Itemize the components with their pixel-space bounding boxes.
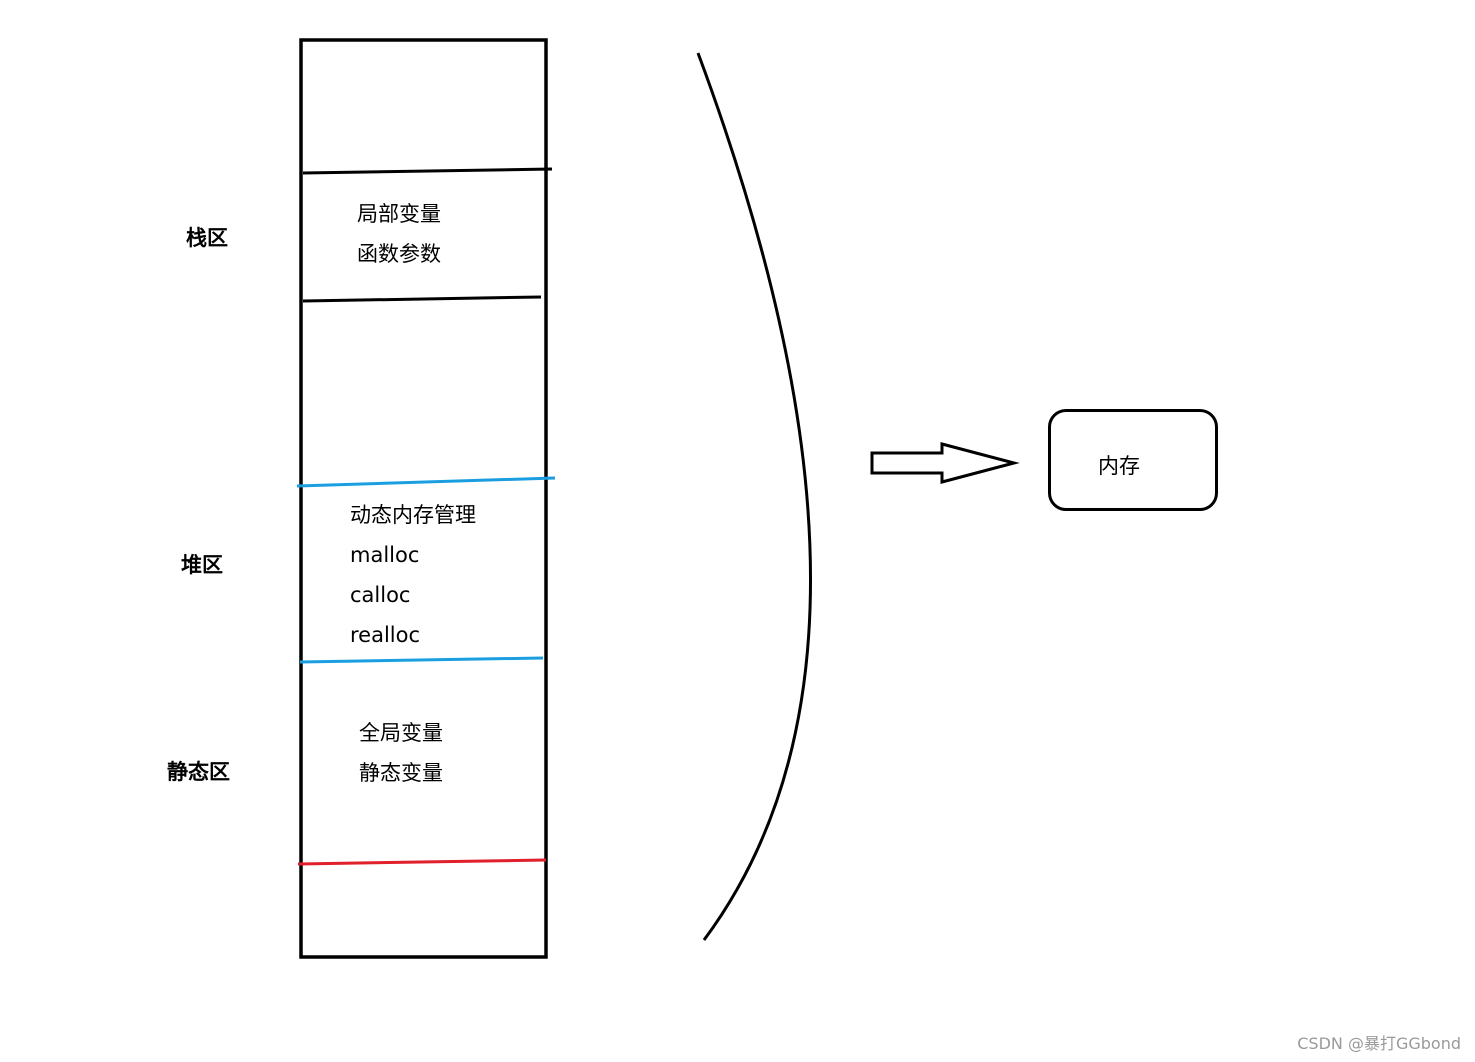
static-item-static-variables: 静态变量 bbox=[359, 761, 443, 785]
stack-region-label: 栈区 bbox=[186, 226, 228, 250]
static-region-label: 静态区 bbox=[167, 760, 230, 784]
heap-region-label: 堆区 bbox=[181, 553, 223, 577]
memory-box bbox=[1048, 409, 1218, 511]
stack-item-function-parameters: 函数参数 bbox=[357, 242, 441, 266]
arrow-right-icon bbox=[870, 442, 1020, 484]
stack-item-local-variables: 局部变量 bbox=[357, 202, 441, 226]
heap-item-dynamic-memory: 动态内存管理 bbox=[350, 503, 476, 527]
heap-item-realloc: realloc bbox=[350, 623, 421, 647]
memory-column bbox=[299, 38, 548, 959]
stack-top-border bbox=[302, 167, 553, 175]
heap-bottom-border bbox=[299, 656, 544, 664]
memory-box-label: 内存 bbox=[1098, 454, 1140, 478]
heap-item-malloc: malloc bbox=[350, 543, 420, 567]
static-bottom-border bbox=[297, 858, 547, 866]
stack-bottom-border bbox=[302, 295, 542, 303]
heap-item-calloc: calloc bbox=[350, 583, 411, 607]
curly-bracket bbox=[696, 52, 812, 941]
watermark: CSDN @暴打GGbond bbox=[1297, 1034, 1461, 1053]
heap-top-border bbox=[296, 476, 556, 488]
static-item-global-variables: 全局变量 bbox=[359, 721, 443, 745]
